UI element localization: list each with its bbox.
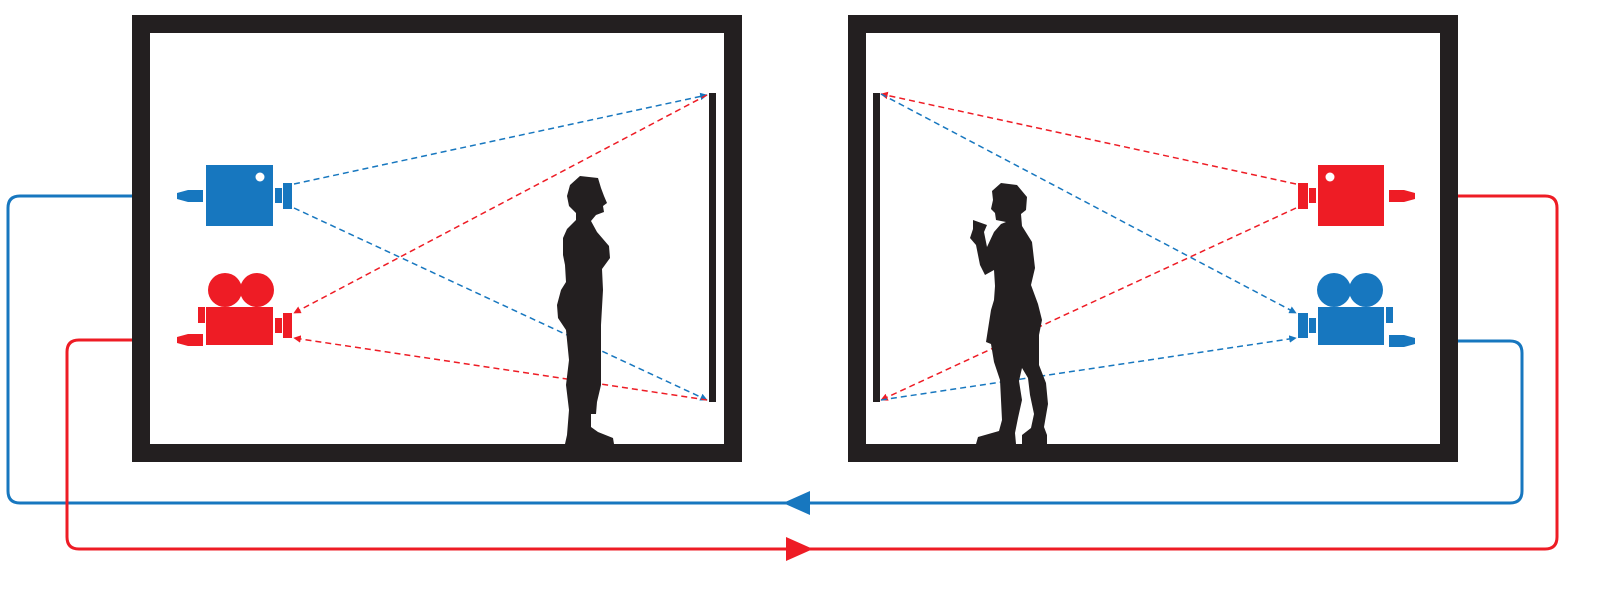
left-screen-icon <box>709 93 716 402</box>
right-projection-beam-bottom <box>880 207 1297 401</box>
left-projector-plug-icon <box>177 190 203 202</box>
left-projection-beam-bottom <box>293 207 708 401</box>
right-projector-icon <box>1298 165 1384 226</box>
blue-cable-arrow-icon <box>783 491 810 515</box>
right-projection-beam-top <box>880 91 1297 185</box>
right-video-camera-icon <box>1298 273 1393 345</box>
right-projector-plug-icon <box>1389 190 1415 202</box>
left-camera-plug-icon <box>177 334 203 346</box>
left-person-silhouette-icon <box>557 176 614 444</box>
right-camera-view-top <box>880 93 1297 314</box>
blue-cable <box>6 194 1524 505</box>
right-screen-icon <box>873 93 880 402</box>
red-cable-arrow-icon <box>786 537 813 561</box>
left-projection-beam-top <box>293 92 708 185</box>
left-projector-icon <box>206 165 292 226</box>
left-room <box>132 15 742 462</box>
right-room <box>848 15 1458 462</box>
left-camera-view-top <box>293 94 708 314</box>
right-camera-plug-icon <box>1389 335 1415 347</box>
right-person-silhouette-icon <box>970 183 1048 444</box>
left-video-camera-icon <box>198 273 292 345</box>
